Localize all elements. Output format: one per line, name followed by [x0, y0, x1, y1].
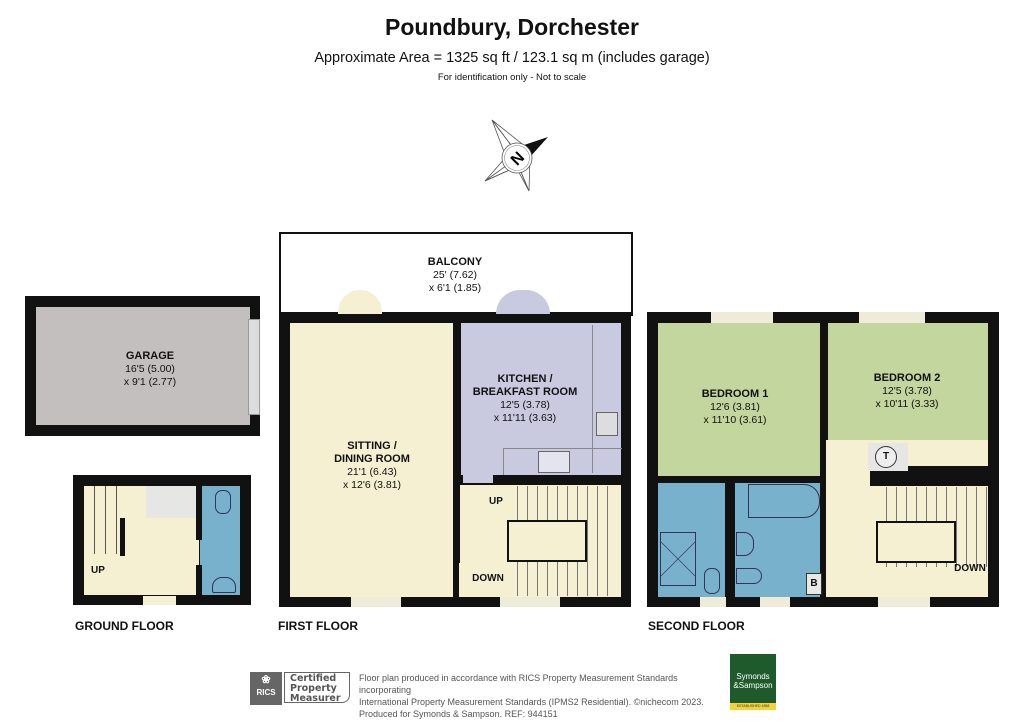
shower-room-toilet — [704, 568, 720, 594]
second-stair-well — [876, 521, 956, 563]
ground-stair-up-label: UP — [91, 565, 105, 576]
ground-floor-label: GROUND FLOOR — [75, 619, 174, 633]
sitting-dining-room — [290, 323, 453, 597]
disclaimer-note: For identification only - Not to scale — [437, 72, 587, 83]
ground-stairs — [84, 486, 124, 554]
kitchen-breakfast-room — [461, 323, 621, 475]
garage-door — [248, 319, 260, 415]
rics-crest-icon: ❀ — [261, 674, 271, 686]
symonds-sampson-logo: Symonds &Sampson ESTABLISHED 1858 — [730, 654, 776, 710]
ground-cupboard — [146, 486, 198, 518]
second-wall-h1 — [658, 476, 826, 483]
kitchen-counter — [503, 448, 622, 475]
bedroom1-window — [711, 312, 773, 323]
bath-tub — [748, 484, 820, 518]
shower-window — [700, 597, 726, 607]
footer-statement: Floor plan produced in accordance with R… — [359, 673, 704, 719]
first-stair-up-label: UP — [489, 496, 503, 507]
bathroom-window — [760, 597, 790, 607]
ground-inner-wall — [120, 518, 125, 556]
boiler-cupboard-icon: B — [806, 573, 822, 595]
ground-wc-wall-lower — [196, 565, 202, 595]
approximate-area: Approximate Area = 1325 sq ft / 123.1 sq… — [314, 50, 710, 66]
second-wall-h2 — [870, 466, 988, 486]
bathroom-toilet — [736, 568, 762, 584]
kitchen-label: KITCHEN / BREAKFAST ROOM 12'5 (3.78) x 1… — [472, 373, 578, 424]
bedroom-1 — [658, 323, 820, 476]
first-inner-wall-a — [453, 323, 460, 563]
ground-front-door — [143, 596, 176, 605]
first-stair-down-label: DOWN — [472, 573, 504, 584]
bedroom2-label: BEDROOM 2 12'5 (3.78) x 10'11 (3.33) — [873, 372, 941, 410]
ground-wc-wall — [196, 486, 202, 540]
page-title: Poundbury, Dorchester — [385, 14, 639, 40]
kitchen-cabinets — [592, 325, 621, 473]
landing-window-2 — [878, 597, 930, 607]
stair-well — [507, 520, 587, 562]
rics-logo: ❀ RICS — [250, 672, 282, 705]
balcony-outline — [279, 232, 633, 316]
bedroom2-window — [859, 312, 925, 323]
rics-certified-badge: Certified Property Measurer — [284, 672, 350, 704]
balcony-label: BALCONY 25' (7.62) x 6'1 (1.85) — [427, 256, 483, 294]
compass-north-icon: N — [478, 115, 558, 195]
bathroom-basin — [736, 532, 754, 556]
garage-label: GARAGE 16'5 (5.00) x 9'1 (2.77) — [123, 350, 177, 388]
sitting-window-door — [351, 597, 401, 607]
bedroom1-label: BEDROOM 1 12'6 (3.81) x 11'10 (3.61) — [701, 388, 769, 426]
landing-window — [500, 597, 560, 607]
second-floor-label: SECOND FLOOR — [648, 619, 745, 633]
sitting-label: SITTING / DINING ROOM 21'1 (6.43) x 12'6… — [334, 440, 410, 491]
first-inner-wall-b — [460, 475, 621, 483]
ground-wc — [200, 486, 240, 595]
garage-room — [36, 307, 250, 425]
second-wall-v2 — [725, 483, 735, 597]
tank-icon: T — [875, 446, 897, 468]
sink-icon — [538, 451, 570, 473]
second-stair-down-label: DOWN — [954, 563, 986, 574]
hob-icon — [596, 412, 618, 436]
basin-icon — [212, 577, 236, 593]
shower-tray — [660, 532, 696, 586]
first-floor-label: FIRST FLOOR — [278, 619, 358, 633]
second-wall-v1 — [820, 323, 828, 440]
toilet-icon — [215, 490, 231, 514]
kitchen-door-opening — [463, 475, 493, 483]
